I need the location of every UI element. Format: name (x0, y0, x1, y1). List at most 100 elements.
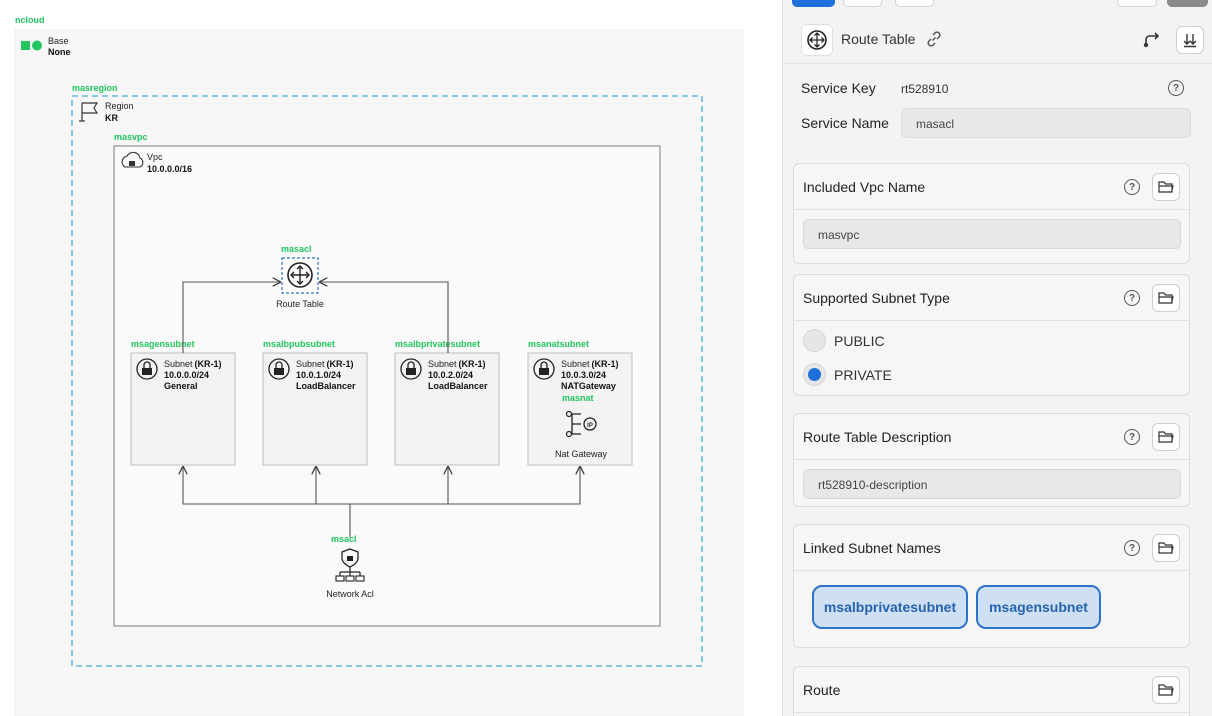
radio-public[interactable]: PUBLIC (803, 329, 885, 352)
subnet-cidr: 10.0.0.0/24 (164, 370, 209, 380)
nat-gateway-icon[interactable]: IP (565, 410, 597, 438)
card-header: Route (794, 667, 1189, 713)
help-icon[interactable]: ? (1124, 429, 1140, 445)
radio-button-selected[interactable] (803, 363, 826, 386)
route-connector (320, 282, 449, 353)
top-button[interactable] (1117, 0, 1157, 7)
vpc-cidr: 10.0.0.0/16 (147, 164, 192, 174)
link-icon[interactable] (925, 30, 943, 53)
folder-icon[interactable] (1152, 423, 1180, 451)
acl-connector (350, 467, 580, 505)
vpc-name: masvpc (114, 132, 148, 142)
help-icon[interactable]: ? (1124, 179, 1140, 195)
folder-icon[interactable] (1152, 284, 1180, 312)
help-icon[interactable]: ? (1168, 80, 1184, 96)
subnet-zone: (KR-1) (459, 359, 486, 369)
service-name-label: Service Name (801, 115, 889, 131)
subnet-type: General (164, 381, 198, 391)
route-table-icon (801, 24, 833, 56)
top-button[interactable] (843, 0, 882, 7)
folder-icon[interactable] (1152, 534, 1180, 562)
subnet-type: NATGateway (561, 381, 616, 391)
primary-top-button[interactable] (792, 0, 835, 7)
subnet-prefix: Subnet (296, 359, 325, 369)
subnet-zone: (KR-1) (195, 359, 222, 369)
svg-text:Subnet(KR-1): Subnet(KR-1) (428, 359, 486, 369)
card-header: Supported Subnet Type ? (794, 275, 1189, 321)
radio-label: PRIVATE (834, 366, 892, 383)
route-table-label: Route Table (276, 299, 324, 309)
description-input[interactable]: rt528910-description (803, 469, 1181, 499)
sort-down-icon[interactable] (1176, 26, 1204, 54)
subnet-cidr: 10.0.1.0/24 (296, 370, 341, 380)
svg-text:Subnet(KR-1): Subnet(KR-1) (561, 359, 619, 369)
included-vpc-card: Included Vpc Name ? masvpc (793, 163, 1190, 264)
svg-text:IP: IP (587, 423, 593, 429)
route-arrow-icon[interactable] (1141, 28, 1163, 55)
route-table-name: masacl (281, 244, 312, 254)
nat-name: masnat (562, 393, 594, 403)
radio-label: PUBLIC (834, 332, 885, 349)
route-connector (182, 282, 280, 353)
network-acl-name: msacl (331, 534, 357, 544)
subnet-name: msalbprivatesubnet (395, 339, 480, 349)
top-button[interactable] (895, 0, 934, 7)
service-key-value: rt528910 (901, 82, 949, 96)
service-key-label: Service Key (801, 80, 876, 96)
flag-icon (79, 102, 99, 122)
base-icon (21, 40, 42, 51)
subnet-type: LoadBalancer (428, 381, 488, 391)
base-label: Base (48, 36, 69, 46)
subnet-prefix: Subnet (428, 359, 457, 369)
card-title: Route Table Description (803, 429, 952, 445)
subnet-name: msanatsubnet (528, 339, 589, 349)
subnet-name: msalbpubsubnet (263, 339, 335, 349)
radio-button[interactable] (803, 329, 826, 352)
service-name-input[interactable]: masacl (901, 108, 1191, 138)
svg-text:Subnet(KR-1): Subnet(KR-1) (164, 359, 222, 369)
region-name: masregion (72, 83, 118, 93)
folder-icon[interactable] (1152, 676, 1180, 704)
subnet-cidr: 10.0.3.0/24 (561, 370, 606, 380)
subnet-type: LoadBalancer (296, 381, 356, 391)
card-header: Included Vpc Name ? (794, 164, 1189, 210)
card-header: Linked Subnet Names ? (794, 525, 1189, 571)
linked-subnets-card: Linked Subnet Names ? msalbprivatesubnet… (793, 524, 1190, 648)
help-icon[interactable]: ? (1124, 290, 1140, 306)
card-title: Route (803, 682, 841, 698)
acl-connector (183, 467, 351, 537)
subnet-zone: (KR-1) (327, 359, 354, 369)
subnet-cidr: 10.0.2.0/24 (428, 370, 473, 380)
subnet-name: msagensubnet (131, 339, 195, 349)
diagram-canvas[interactable]: ncloud Base None masregion Region KR mas… (0, 0, 782, 716)
route-card: Route (793, 666, 1190, 716)
region-label: Region (105, 101, 134, 111)
network-acl-icon[interactable] (335, 548, 365, 582)
subnet-chip[interactable]: msalbprivatesubnet (812, 585, 968, 629)
base-value: None (48, 47, 71, 57)
card-title: Linked Subnet Names (803, 540, 941, 556)
panel-title: Route Table (841, 31, 916, 47)
lock-icon (136, 358, 158, 380)
folder-icon[interactable] (1152, 173, 1180, 201)
subnet-chip[interactable]: msagensubnet (976, 585, 1101, 629)
network-acl-label: Network Acl (326, 589, 374, 599)
top-button-dark[interactable] (1167, 0, 1208, 7)
nat-label: Nat Gateway (555, 449, 608, 459)
subnet-prefix: Subnet (561, 359, 590, 369)
region-value: KR (105, 113, 118, 123)
svg-text:Subnet(KR-1): Subnet(KR-1) (296, 359, 354, 369)
properties-panel: Route Table Service Key rt528910 ? Servi… (782, 0, 1212, 716)
lock-icon (268, 358, 290, 380)
region-container[interactable] (71, 95, 703, 667)
card-title: Included Vpc Name (803, 179, 926, 195)
route-table-icon (287, 262, 313, 288)
subnet-type-card: Supported Subnet Type ? PUBLIC PRIVATE (793, 274, 1190, 396)
lock-icon (533, 358, 555, 380)
radio-private[interactable]: PRIVATE (803, 363, 892, 386)
lock-icon (400, 358, 422, 380)
vpc-label: Vpc (147, 152, 163, 162)
help-icon[interactable]: ? (1124, 540, 1140, 556)
vpc-name-input[interactable]: masvpc (803, 219, 1181, 249)
ncloud-label: ncloud (15, 15, 45, 25)
